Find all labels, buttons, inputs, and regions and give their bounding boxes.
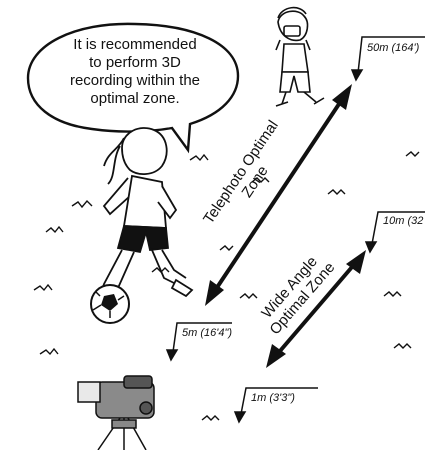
- bubble-line-3: recording within the: [69, 72, 201, 89]
- distance-50m-label: 50m (164'): [367, 42, 420, 54]
- telephoto-zone-arrow: [205, 84, 352, 306]
- marker-50m: [350, 36, 425, 82]
- distance-10m-label: 10m (32: [383, 215, 424, 227]
- marker-1m: [233, 387, 318, 424]
- girl-figure: [99, 127, 194, 298]
- boy-figure: [275, 6, 325, 107]
- wide-zone-arrow: [266, 250, 366, 368]
- distance-5m-label: 5m (16'4"): [182, 327, 233, 339]
- marker-5m: [165, 322, 232, 362]
- grass-tufts: [33, 151, 420, 421]
- distance-1m-label: 1m (3'3"): [251, 392, 295, 404]
- bubble-line-4: optimal zone.: [90, 90, 180, 107]
- marker-10m: [364, 211, 425, 254]
- camcorder-on-tripod: [77, 375, 155, 451]
- bubble-line-2: to perform 3D: [89, 54, 181, 71]
- speech-bubble-text: It is recommended to perform 3D recordin…: [40, 36, 230, 108]
- bubble-line-1: It is recommended: [73, 36, 197, 53]
- soccer-ball: [90, 284, 130, 324]
